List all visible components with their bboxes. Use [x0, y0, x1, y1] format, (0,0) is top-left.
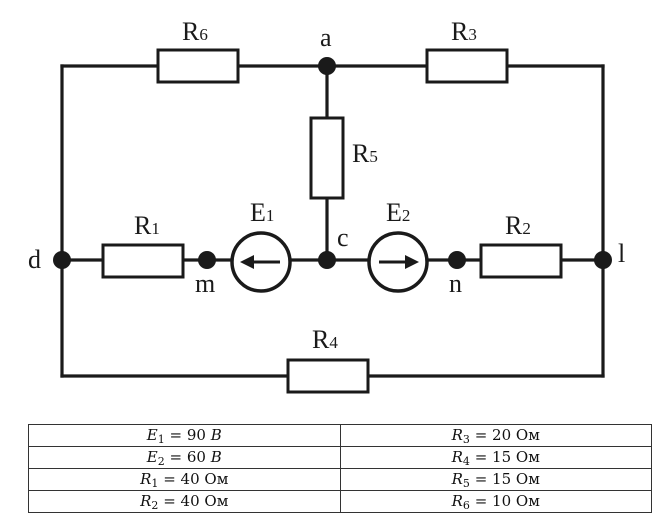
label-node-d: d — [28, 245, 41, 274]
param-cell: R4 = 15 Ом — [339, 446, 652, 469]
resistor-r1 — [101, 243, 185, 279]
resistor-r4 — [286, 358, 370, 394]
param-cell: R2 = 40 Ом — [28, 490, 341, 513]
label-node-n: n — [449, 269, 462, 298]
label-r4: R4 — [312, 325, 338, 354]
arrow-head-left — [240, 255, 254, 269]
label-node-b: l — [618, 239, 625, 268]
table-row: E1 = 90 В R3 = 20 Ом — [28, 424, 652, 447]
label-r2: R2 — [505, 211, 531, 240]
arrow-head-right — [405, 255, 419, 269]
node-d-dot — [53, 251, 71, 269]
parameters-table: E1 = 90 В R3 = 20 Ом E2 = 60 В R4 = 15 О… — [28, 424, 652, 513]
param-cell: R3 = 20 Ом — [339, 424, 652, 447]
resistor-r2 — [479, 243, 563, 279]
label-r1: R1 — [134, 211, 160, 240]
resistor-r6 — [156, 48, 240, 84]
circuit-diagram: R6 R3 a R5 R1 E1 c E2 R2 d l m n R4 — [28, 17, 625, 394]
table-row: R1 = 40 Ом R5 = 15 Ом — [28, 468, 652, 491]
label-e2: E2 — [386, 198, 410, 227]
label-r6: R6 — [182, 17, 208, 46]
table-row: R2 = 40 Ом R6 = 10 Ом — [28, 490, 652, 513]
label-node-m: m — [195, 269, 215, 298]
label-r5: R5 — [352, 139, 378, 168]
param-cell: R6 = 10 Ом — [339, 490, 652, 513]
source-e2 — [367, 231, 429, 293]
param-cell: R5 = 15 Ом — [339, 468, 652, 491]
param-cell: E2 = 60 В — [28, 446, 341, 469]
label-r3: R3 — [451, 17, 477, 46]
node-n-dot — [448, 251, 466, 269]
node-b-dot — [594, 251, 612, 269]
param-cell: E1 = 90 В — [28, 424, 341, 447]
label-e1: E1 — [250, 198, 274, 227]
param-cell: R1 = 40 Ом — [28, 468, 341, 491]
resistor-r5 — [309, 116, 345, 200]
node-m-dot — [198, 251, 216, 269]
table-row: E2 = 60 В R4 = 15 Ом — [28, 446, 652, 469]
label-node-c: c — [337, 223, 349, 252]
source-e1 — [230, 231, 292, 293]
node-a-dot — [318, 57, 336, 75]
resistor-r3 — [425, 48, 509, 84]
node-c-dot — [318, 251, 336, 269]
label-node-a: a — [320, 23, 332, 52]
